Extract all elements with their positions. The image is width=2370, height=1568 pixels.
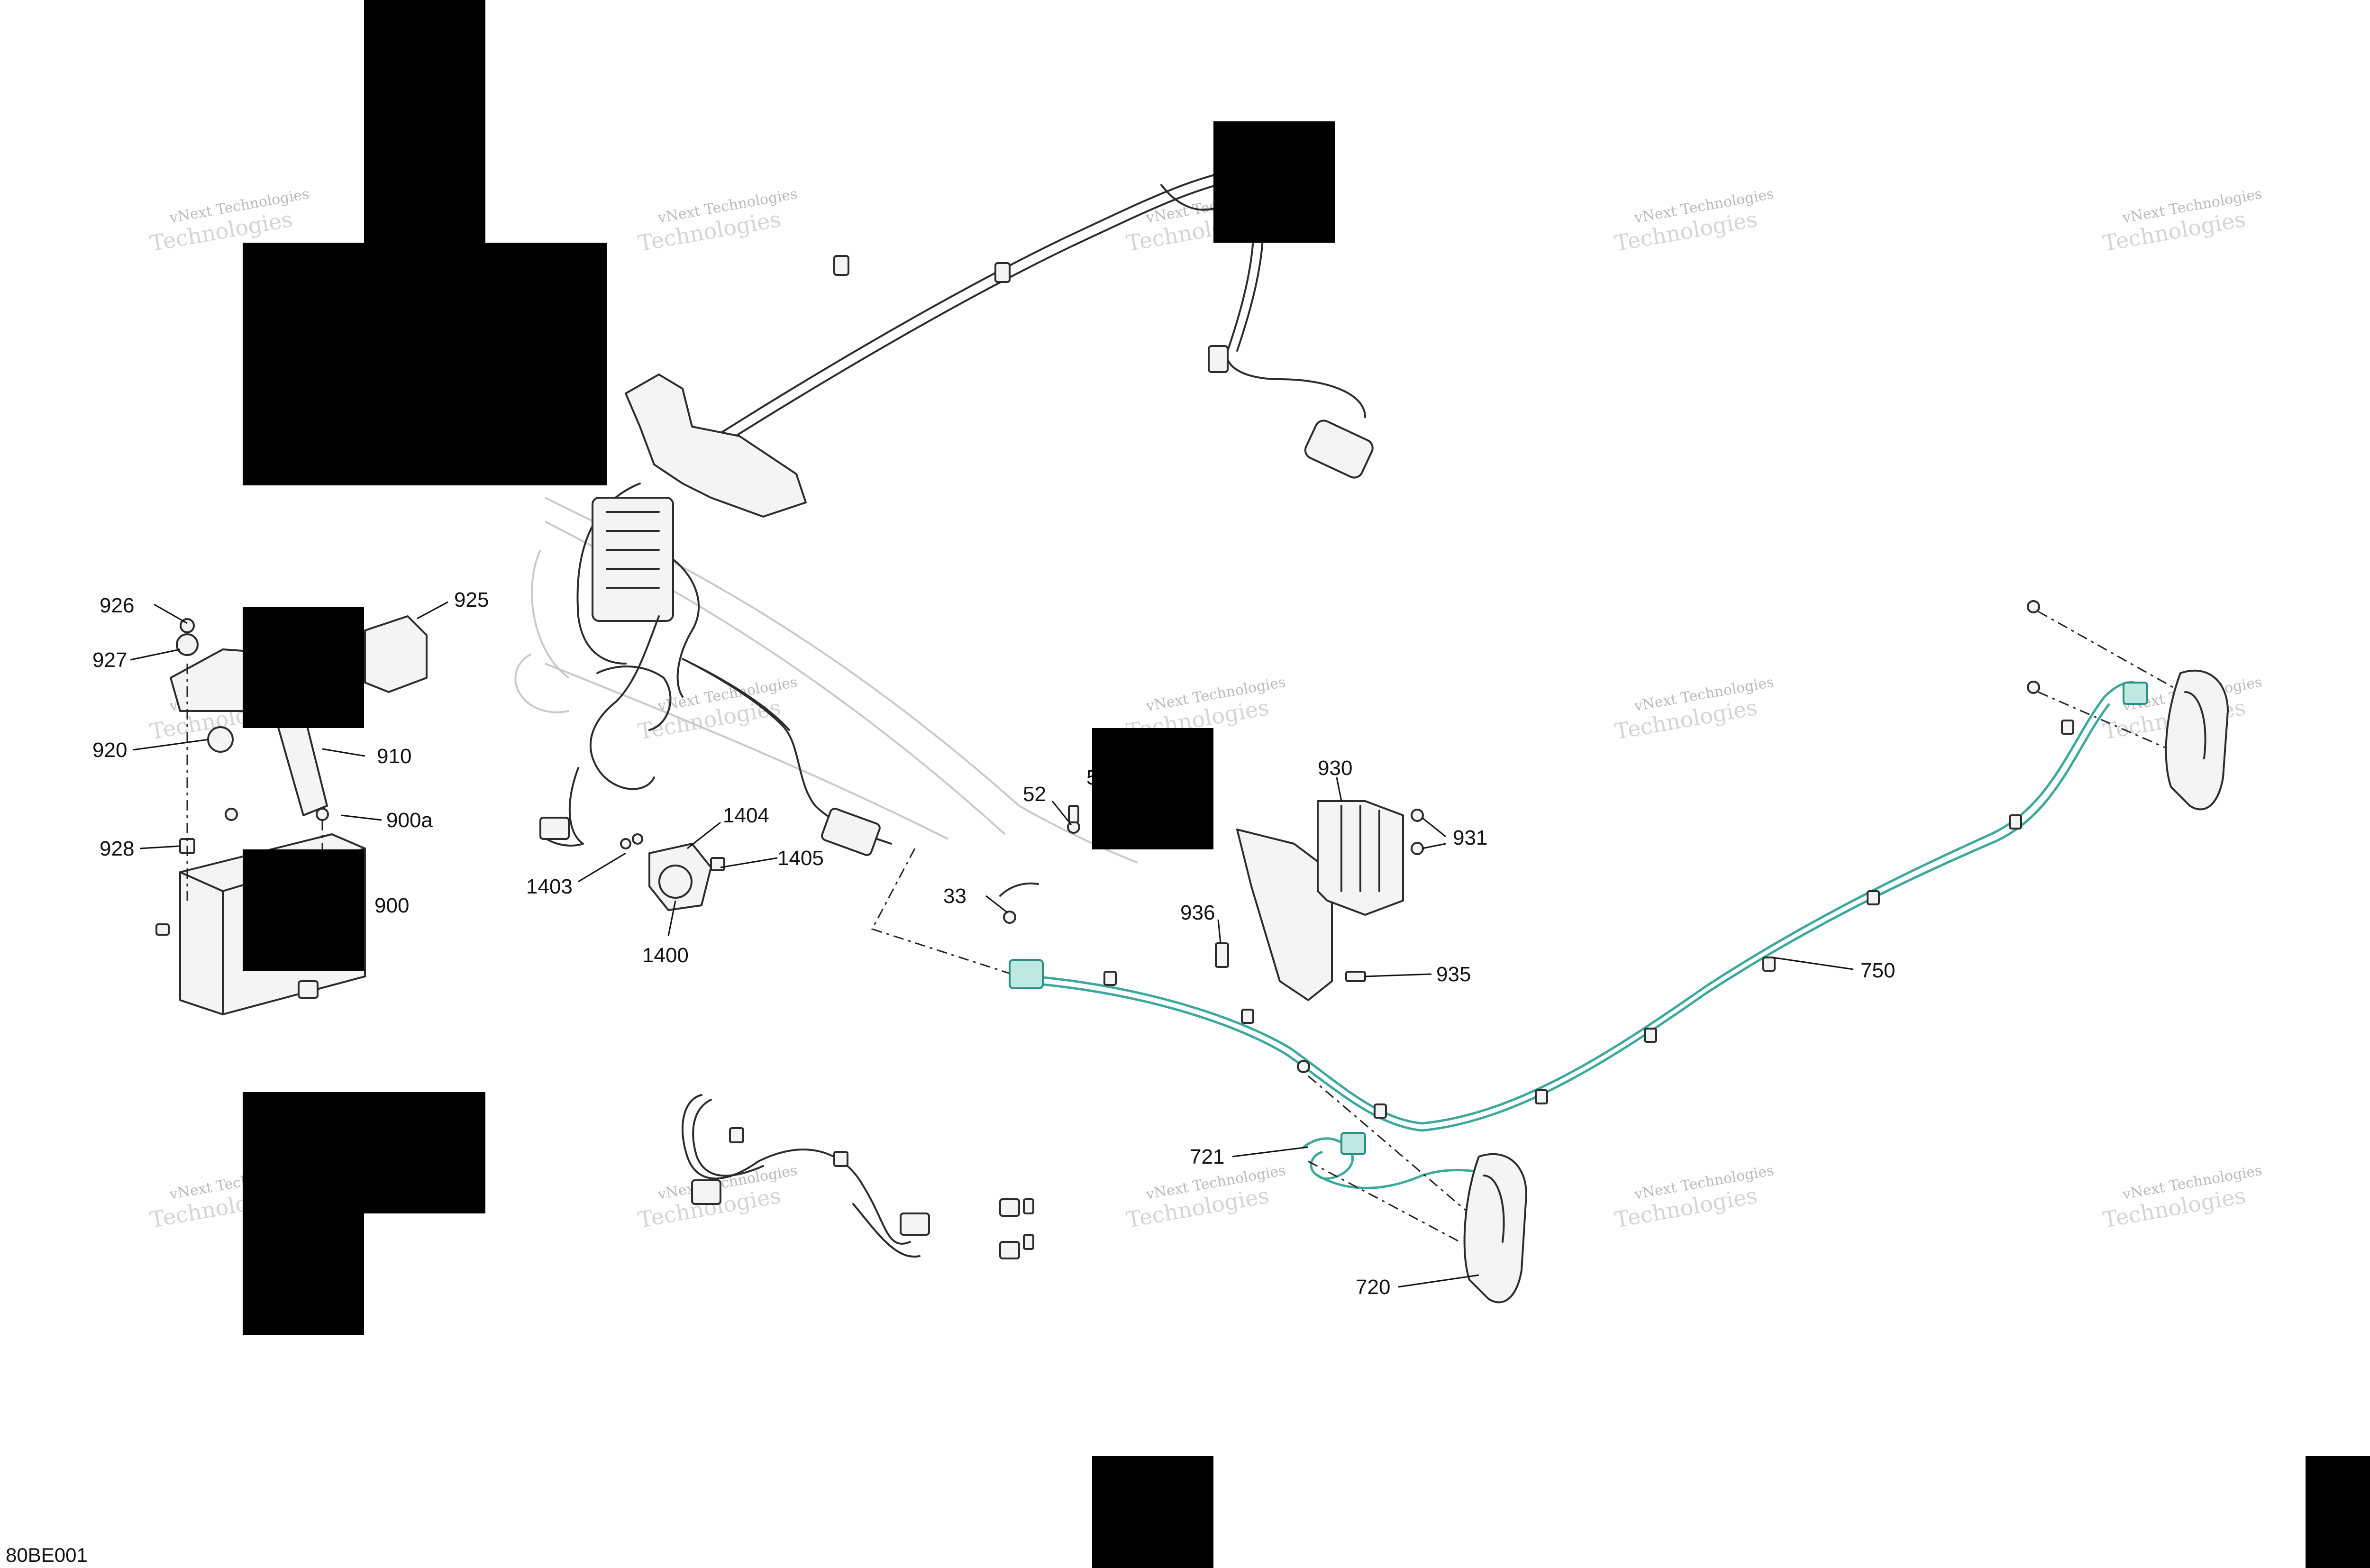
drawing-code: 80BE001 [6, 1544, 88, 1566]
redaction-block [243, 1213, 364, 1335]
callout-1400: 1400 [642, 944, 689, 967]
callout-900: 900 [374, 894, 409, 917]
redaction-block [243, 243, 607, 485]
redaction-block [1092, 728, 1213, 849]
callout-930: 930 [1318, 757, 1352, 780]
callout-1405: 1405 [777, 847, 824, 870]
redactions [243, 0, 2370, 1568]
leader-lines [130, 601, 1854, 1288]
main-harness [539, 170, 1374, 856]
redaction-block [243, 1092, 485, 1213]
callout-1404: 1404 [723, 804, 769, 827]
callout-720: 720 [1356, 1276, 1390, 1299]
lamp-right [2165, 669, 2229, 811]
module-930 [1215, 800, 1424, 1001]
callout-925: 925 [454, 588, 489, 611]
callout-920: 920 [92, 738, 127, 762]
component-1400 [620, 833, 725, 911]
redaction-block [243, 849, 364, 971]
callout-927: 927 [92, 648, 127, 672]
callout-931: 931 [1453, 826, 1487, 849]
harness-750 [1009, 600, 2190, 1243]
callout-935: 935 [1436, 963, 1471, 986]
callouts: 926 927 925 920 910 900a 928 900 1404 14… [92, 588, 1895, 1299]
redaction-block [364, 0, 485, 243]
callout-928: 928 [100, 837, 134, 860]
lower-harness [682, 1094, 1034, 1259]
callout-926: 926 [100, 594, 134, 617]
redaction-block [1213, 121, 1335, 243]
callout-900a: 900a [386, 809, 433, 832]
redaction-block [2306, 1456, 2370, 1568]
bolts-52-33 [871, 805, 1080, 977]
callout-33: 33 [943, 884, 966, 908]
lamp-720 [1463, 1153, 1527, 1304]
callout-1403: 1403 [526, 875, 573, 898]
callout-750: 750 [1860, 959, 1895, 982]
callout-721: 721 [1190, 1145, 1224, 1168]
redaction-block [243, 607, 364, 728]
callout-936: 936 [1180, 901, 1215, 924]
redaction-block [1092, 1456, 1213, 1568]
callout-910: 910 [377, 745, 411, 768]
callout-52: 52 [1023, 783, 1046, 806]
